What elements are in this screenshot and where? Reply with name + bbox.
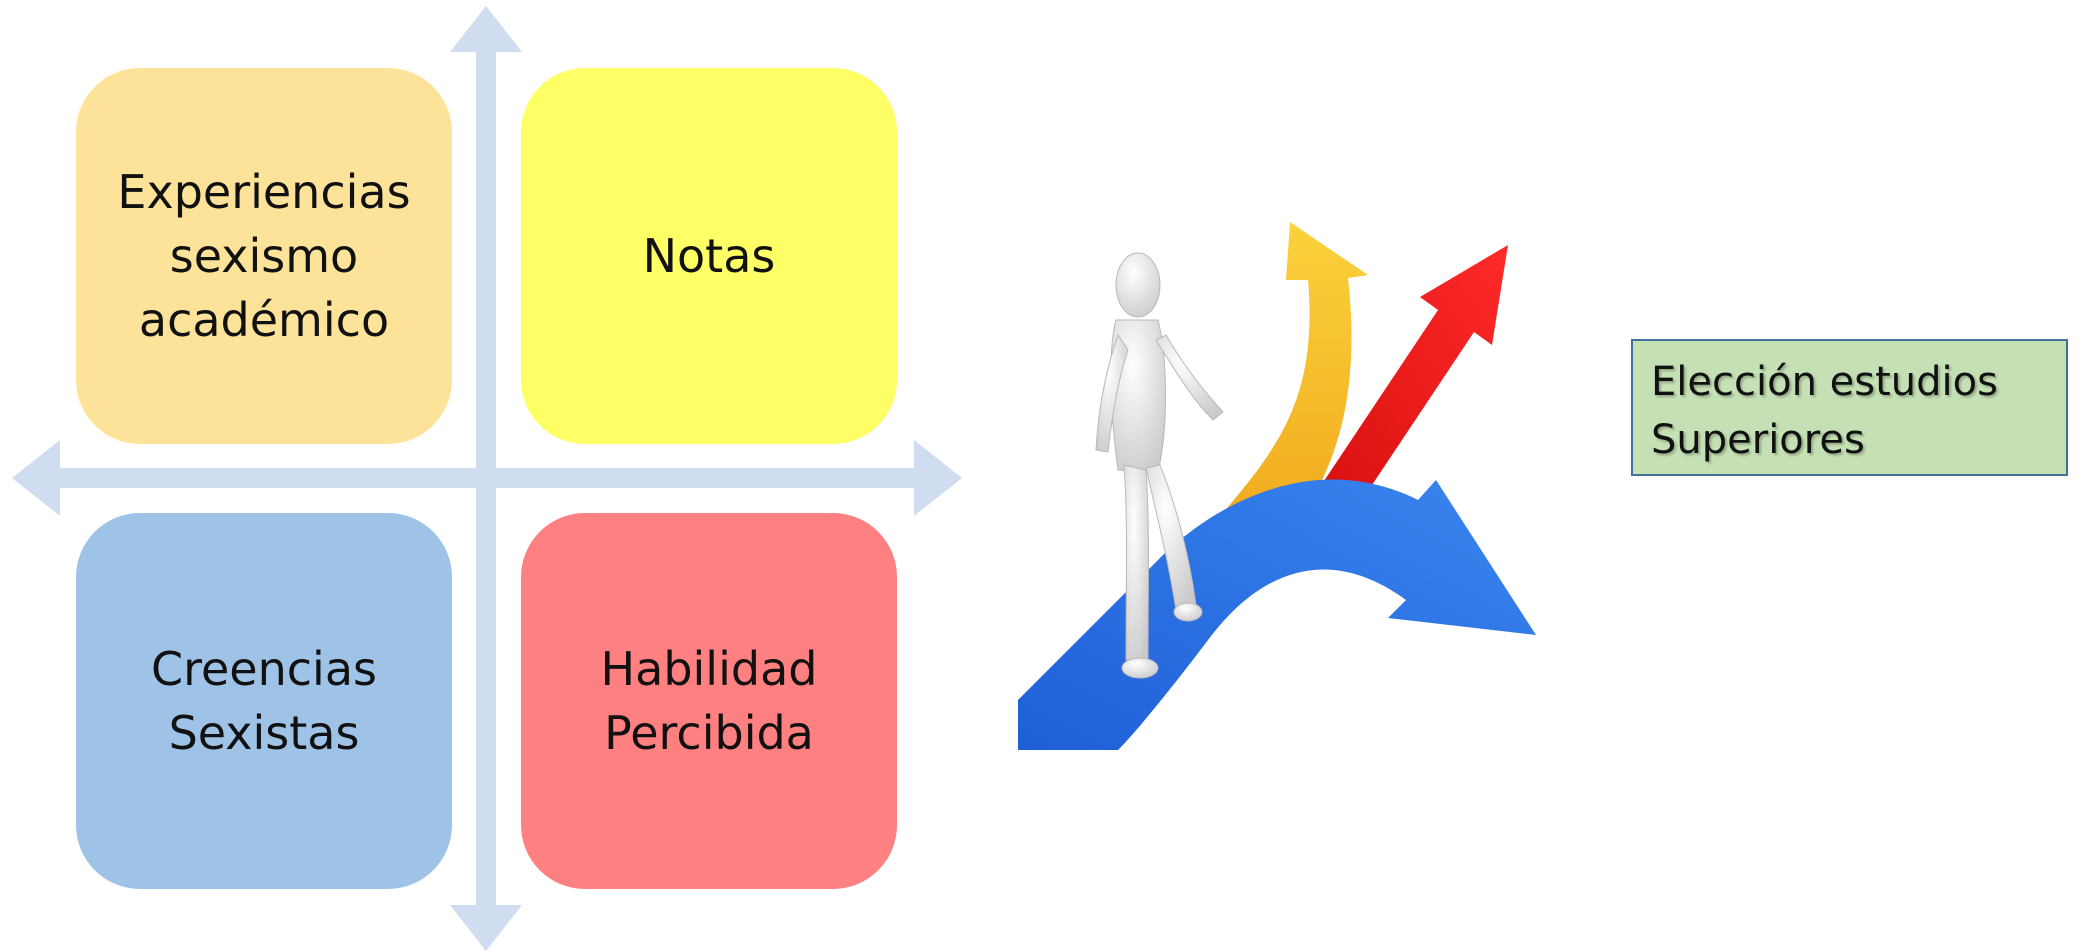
matrix-cross-arrows — [12, 6, 962, 951]
arrowhead-down — [450, 905, 522, 951]
red-arrow — [1318, 245, 1508, 512]
quadrant-top-right: Notas — [521, 68, 897, 444]
quadrant-label: Notas — [642, 229, 776, 283]
quadrant-top-left: Experiencias sexismo académico — [76, 68, 452, 444]
quadrant-label: Habilidad Percibida — [600, 642, 818, 760]
horizontal-axis — [50, 468, 920, 488]
result-box-line1: Elección estudios — [1651, 359, 1998, 405]
arrowhead-up — [450, 6, 522, 52]
quadrant-bottom-left: Creencias Sexistas — [76, 513, 452, 889]
quadrant-bottom-right: Habilidad Percibida — [521, 513, 897, 889]
quadrant-label: Experiencias sexismo académico — [117, 165, 411, 347]
arrowhead-left — [12, 440, 60, 516]
walking-person — [1095, 252, 1224, 679]
arrowhead-right — [914, 440, 962, 516]
yellow-arrow — [1208, 222, 1368, 545]
blue-arrow — [1018, 479, 1536, 750]
result-box-line2: Superiores — [1651, 417, 1865, 463]
quadrant-label: Creencias Sexistas — [150, 642, 377, 760]
result-box-eleccion-estudios: Elección estudios Superiores — [1631, 339, 2068, 476]
person-choosing-path-arrows-icon — [1018, 222, 1536, 750]
